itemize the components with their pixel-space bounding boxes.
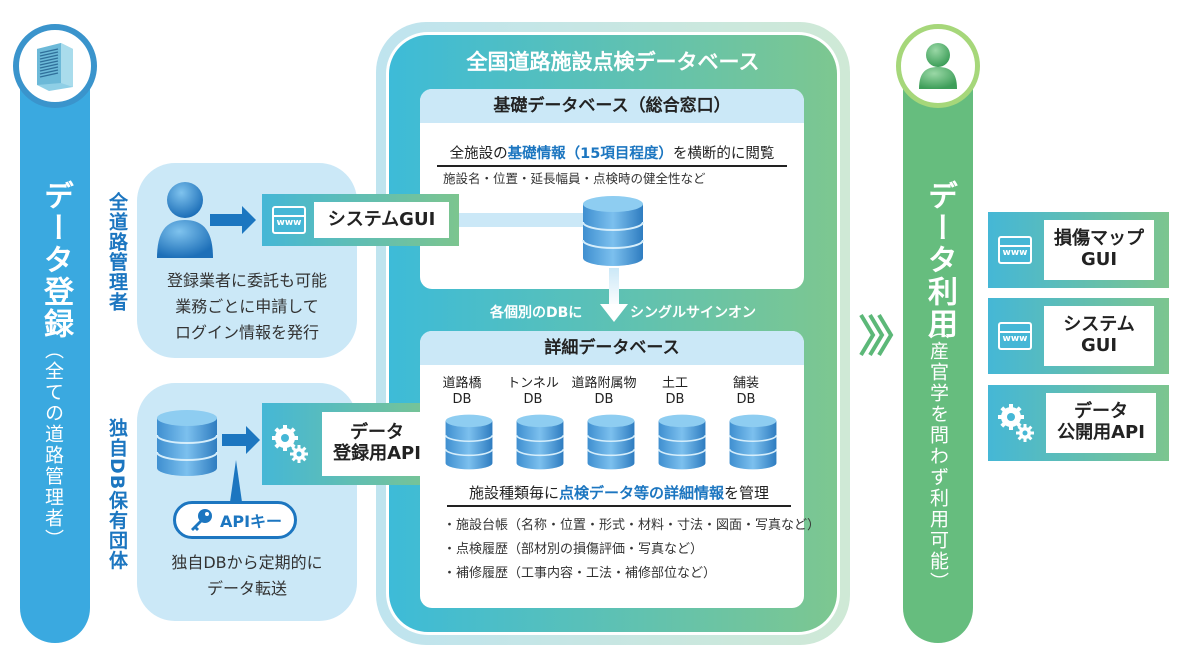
db-label-line: トンネル [507, 376, 559, 391]
label-line: 損傷マップ [1054, 228, 1144, 250]
api-key-badge: APIキー [173, 501, 297, 539]
road-manager-description: 登録業者に委託も可能 業務ごとに申請して ログイン情報を発行 [137, 268, 357, 346]
database-icon [515, 414, 565, 470]
sso-label-right: シングルサインオン [630, 305, 756, 321]
system-gui-box[interactable]: www システムGUI [262, 194, 459, 246]
key-icon [190, 509, 212, 531]
system-gui-output-button[interactable]: www システム GUI [988, 298, 1169, 374]
label-line: データ [1073, 401, 1128, 423]
system-gui-label: システムGUI [314, 202, 449, 238]
db-label-line: DB [594, 392, 614, 407]
output-label: 損傷マップ GUI [1044, 220, 1154, 280]
db-label-line: DB [665, 392, 685, 407]
summary-text: を横断的に閲覧 [672, 146, 775, 162]
basic-db-examples: 施設名・位置・延長幅員・点検時の健全性など [443, 171, 706, 186]
database-icon [444, 414, 494, 470]
data-registration-pillar [20, 75, 90, 643]
basic-database-icon [582, 196, 644, 266]
description-line: 業務ごとに申請して [175, 297, 319, 316]
label-line: 登録用API [333, 443, 421, 464]
gears-icon [998, 404, 1034, 442]
description-line: ログイン情報を発行 [174, 323, 319, 342]
registration-api-box[interactable]: データ 登録用API [262, 403, 442, 485]
database-icon [728, 414, 778, 470]
www-icon: www [272, 206, 306, 234]
description-line: 登録業者に委託も可能 [166, 271, 327, 290]
database-icon [156, 410, 218, 476]
detail-item: ・施設台帳（名称・位置・形式・材料・寸法・図面・写真など） [443, 518, 821, 533]
key-connector [230, 460, 242, 502]
summary-text: 全施設の [449, 146, 508, 162]
server-icon-circle [13, 24, 97, 108]
registration-api-label: データ 登録用API [322, 412, 432, 476]
gears-icon [272, 425, 308, 463]
db-label-line: DB [523, 392, 543, 407]
detail-db-summary: 施設種類毎に点検データ等の詳細情報を管理 [447, 482, 791, 507]
output-label: データ 公開用API [1046, 393, 1156, 453]
arrow-right-icon [222, 426, 260, 454]
label-line: GUI [1080, 335, 1118, 356]
db-label-line: DB [452, 392, 472, 407]
server-icon [37, 43, 73, 91]
summary-highlight: 基礎情報（15項目程度） [507, 146, 673, 162]
data-usage-pillar [903, 75, 973, 643]
detail-item: ・点検履歴（部材別の損傷評価・写真など） [443, 542, 704, 557]
own-db-description: 独自DBから定期的に データ転送 [137, 550, 357, 602]
person-icon [157, 182, 213, 258]
summary-text: を管理 [724, 484, 770, 502]
detail-item: ・補修履歴（工事内容・工法・補修部位など） [443, 566, 717, 581]
group-label-own-db-holders: 独自DB保有団体 [106, 418, 128, 571]
db-label-line: 道路橋 [442, 376, 482, 391]
www-icon: www [998, 322, 1032, 350]
arrow-down-icon [600, 268, 628, 322]
right-pillar-subtitle: （産官学を問わず利用可能） [927, 320, 949, 593]
basic-database-header: 基礎データベース（総合窓口） [420, 89, 804, 123]
summary-text: 施設種類毎に [468, 484, 559, 502]
central-db-title: 全国道路施設点検データベース [466, 50, 760, 74]
left-pillar-title: データ登録 [38, 180, 73, 340]
label-line: 公開用API [1057, 422, 1145, 443]
label-line: システム [1063, 314, 1135, 336]
label-line: データ [349, 422, 404, 444]
description-line: データ転送 [206, 579, 287, 598]
basic-db-summary: 全施設の基礎情報（15項目程度）を横断的に閲覧 [437, 142, 787, 167]
damage-map-gui-button[interactable]: www 損傷マップ GUI [988, 212, 1169, 288]
public-api-button[interactable]: データ 公開用API [988, 385, 1169, 461]
user-icon [919, 43, 957, 89]
www-icon: www [998, 236, 1032, 264]
gui-connector-bar [459, 213, 584, 227]
group-label-all-road-managers: 全道路管理者 [106, 192, 128, 312]
sso-label-left: 各個別のDBに [490, 305, 583, 321]
output-label: システム GUI [1044, 306, 1154, 366]
db-label-line: DB [736, 392, 756, 407]
description-line: 独自DBから定期的に [171, 553, 323, 572]
right-pillar-title: データ利用 [922, 180, 957, 340]
database-icon [657, 414, 707, 470]
detail-database-header: 詳細データベース [420, 331, 804, 365]
db-label-line: 土工 [661, 376, 688, 391]
db-label-line: 舗装 [732, 376, 759, 391]
user-icon-circle [896, 24, 980, 108]
database-icon [586, 414, 636, 470]
db-label-line: 道路附属物 [571, 376, 637, 391]
summary-highlight: 点検データ等の詳細情報 [558, 484, 724, 502]
api-key-label: APIキー [219, 512, 283, 531]
arrow-right-icon [210, 206, 256, 234]
detail-database-panel: 詳細データベース [420, 331, 804, 608]
left-pillar-subtitle: （全ての道路管理者） [42, 340, 64, 550]
label-line: GUI [1080, 249, 1118, 270]
triple-chevron-right-icon [859, 313, 894, 357]
